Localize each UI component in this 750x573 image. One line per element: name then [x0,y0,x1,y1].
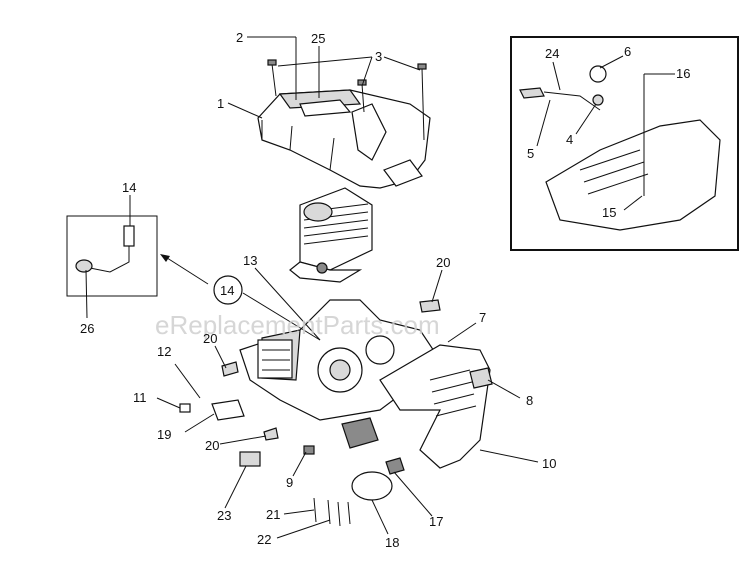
label-5: 5 [527,146,534,161]
top-cover-part [257,89,431,189]
label-22: 22 [257,532,271,547]
leader-lines [85,36,675,539]
label-18: 18 [385,535,399,550]
bolts-part-21-22 [313,497,351,527]
label-9: 9 [286,475,293,490]
label-6: 6 [624,44,631,59]
nut-part-11 [179,403,191,413]
watermark-text: eReplacementParts.com [155,310,440,340]
label-17: 17 [429,514,443,529]
label-8: 8 [526,393,533,408]
label-10: 10 [542,456,556,471]
label-2: 2 [236,30,243,45]
label-4: 4 [566,132,573,147]
block-part-23 [239,451,261,467]
label-7: 7 [479,310,486,325]
pad-part-20c [263,427,279,441]
label-20-a: 20 [436,255,450,270]
part-labels: 2 25 3 1 14 26 14 13 20 7 8 10 12 20 11 … [80,30,690,550]
label-14-top: 14 [122,180,136,195]
label-13: 13 [243,253,257,268]
label-21: 21 [266,507,280,522]
mount-part-19 [211,399,245,421]
inset-box-top-right [510,36,739,251]
fuel-line-part [75,225,135,273]
label-26: 26 [80,321,94,336]
callout-circle-14 [213,275,243,305]
label-15: 15 [602,205,616,220]
label-11: 11 [133,390,147,405]
label-12: 12 [157,344,171,359]
label-1: 1 [217,96,224,111]
label-16: 16 [676,66,690,81]
label-3: 3 [375,49,382,64]
label-19: 19 [157,427,171,442]
inset-box-left [66,215,158,297]
oil-cap-part [341,417,379,449]
label-24: 24 [545,46,559,61]
washer-part-9 [303,445,315,455]
rear-handle-part [379,344,491,469]
fuel-cap-part [351,471,393,501]
label-14-circled: 14 [220,283,234,298]
label-20-c: 20 [205,438,219,453]
label-20-b: 20 [203,331,217,346]
label-25: 25 [311,31,325,46]
cylinder-part [289,187,373,283]
screws-part-3 [267,59,427,141]
clip-part-17 [385,457,405,475]
handle-detail-inset [519,65,721,231]
pad-part-20b [221,361,239,377]
label-23: 23 [217,508,231,523]
grommet-part-8 [469,367,493,389]
